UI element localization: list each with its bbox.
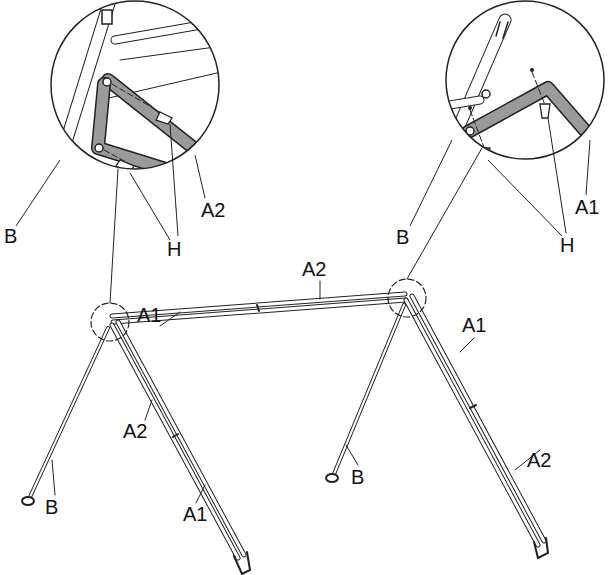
part-label: A2 (123, 420, 147, 442)
part-label: H (167, 238, 181, 260)
part-label: B (45, 496, 58, 518)
part-label: B (4, 225, 17, 247)
part-label: A2 (302, 258, 326, 280)
part-label: A1 (183, 503, 207, 525)
part-label: B (351, 466, 364, 488)
part-label: A1 (137, 304, 161, 326)
part-label: B (396, 226, 409, 248)
part-label: A1 (575, 196, 599, 218)
part-label: A2 (527, 449, 551, 471)
part-label: A1 (462, 314, 486, 336)
part-label: H (560, 234, 574, 256)
part-label: A2 (201, 199, 225, 221)
